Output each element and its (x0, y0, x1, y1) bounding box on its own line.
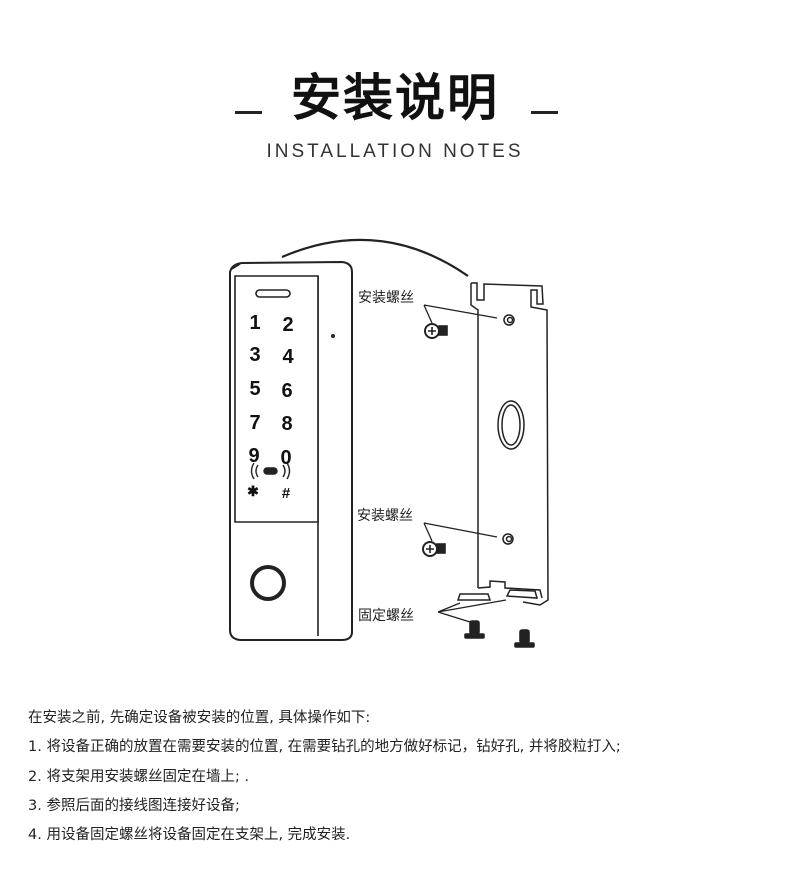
mount-screw-top-icon (424, 323, 448, 339)
key-2: 2 (282, 314, 293, 336)
label-fixing-screw: 固定螺丝 (358, 608, 414, 624)
instruction-step: 1. 将设备正确的放置在需要安装的位置, 在需要钻孔的地方做好标记，钻好孔, 并… (28, 739, 621, 756)
instructions-intro: 在安装之前, 先确定设备被安装的位置, 具体操作如下: (28, 710, 371, 726)
key-5: 5 (249, 378, 260, 400)
assembly-arc (281, 238, 469, 277)
instruction-step: 3. 参照后面的接线图连接好设备; (28, 797, 240, 814)
key-star: ✱ (247, 483, 259, 499)
label-mount-screw-top: 安装螺丝 (358, 290, 414, 306)
mounting-bracket (456, 282, 549, 606)
instruction-step: 4. 用设备固定螺丝将设备固定在支架上, 完成安装. (28, 827, 351, 844)
title-left-dash (235, 111, 262, 114)
page-subtitle: INSTALLATION NOTES (266, 141, 524, 162)
key-3: 3 (249, 344, 260, 366)
title-right-dash (531, 111, 558, 114)
instructions: 在安装之前, 先确定设备被安装的位置, 具体操作如下: 1. 将设备正确的放置在… (28, 708, 621, 854)
key-0: 0 (280, 447, 291, 469)
key-7: 7 (249, 412, 260, 434)
page-title: 安装说明 (291, 69, 499, 127)
key-9: 9 (248, 445, 259, 467)
rfid-icon (250, 462, 291, 480)
keypad-device (229, 260, 353, 641)
label-mount-screw-bottom: 安装螺丝 (357, 508, 413, 524)
key-4: 4 (282, 346, 294, 368)
mount-screw-bottom-icon (422, 541, 446, 557)
key-hash: # (282, 485, 291, 502)
installation-diagram: 1 2 3 4 5 6 7 8 9 0 ✱ # 安装螺丝 安装螺丝 固定螺丝 (229, 238, 549, 648)
key-6: 6 (281, 380, 292, 402)
instruction-step: 2. 将支架用安装螺丝固定在墙上; . (28, 768, 250, 785)
fixing-screw-left-icon (464, 620, 485, 639)
fixing-screw-right-icon (514, 629, 535, 648)
key-1: 1 (249, 312, 260, 334)
key-8: 8 (281, 413, 292, 435)
